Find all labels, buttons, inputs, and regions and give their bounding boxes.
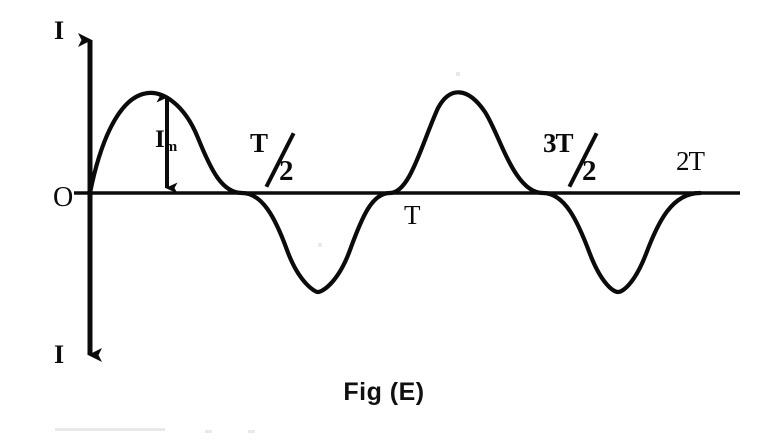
amplitude-label-subscript: m bbox=[164, 139, 178, 155]
sine-wave-path bbox=[87, 90, 703, 295]
fraction-numerator: 3T bbox=[543, 128, 573, 158]
y-axis-bottom-label: I bbox=[54, 340, 65, 369]
fraction-numerator: T bbox=[250, 128, 268, 158]
fraction-denominator: 2 bbox=[582, 155, 597, 187]
x-tick-label-two-period: 2T bbox=[676, 146, 705, 176]
figure-caption: Fig (E) bbox=[343, 378, 425, 406]
fraction-denominator: 2 bbox=[279, 155, 294, 187]
x-tick-label-three-half-period: 3T 2 bbox=[543, 128, 607, 190]
scan-artifact bbox=[55, 428, 165, 431]
amplitude-label-base: I bbox=[155, 126, 165, 153]
amplitude-label: Im bbox=[155, 127, 177, 155]
scan-artifact bbox=[248, 430, 255, 433]
scan-artifact bbox=[318, 243, 322, 247]
x-tick-label-half-period: T 2 bbox=[248, 128, 312, 190]
y-axis-top-label: I bbox=[54, 16, 65, 45]
scan-artifact bbox=[456, 72, 460, 76]
origin-label: O bbox=[53, 182, 74, 213]
x-tick-label-one-period: T bbox=[404, 200, 421, 230]
sine-curve bbox=[87, 90, 703, 295]
scan-artifact bbox=[205, 430, 212, 433]
